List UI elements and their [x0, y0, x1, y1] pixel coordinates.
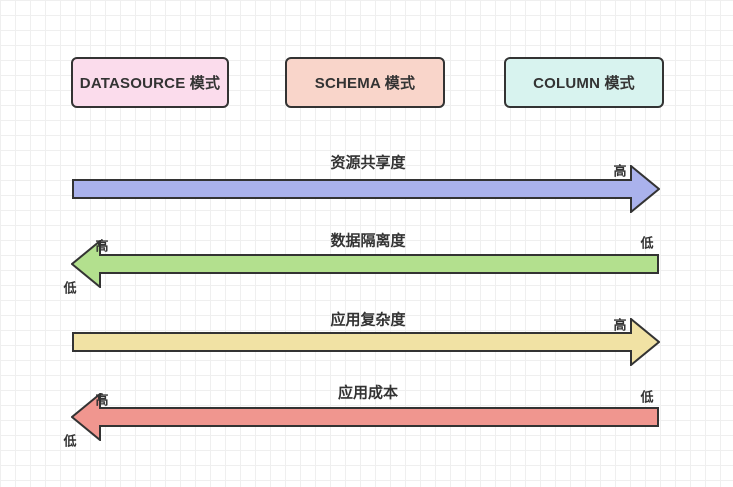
mode-box-datasource: DATASOURCE 模式	[71, 57, 229, 108]
arrow-resource-sharing-high-label: 高	[613, 163, 627, 179]
arrow-app-cost-label: 应用成本	[337, 384, 399, 402]
right-arrow-shape	[72, 165, 660, 213]
arrow-app-complexity	[72, 318, 660, 366]
arrow-app-cost-high-label: 高	[95, 392, 109, 408]
arrow-data-isolation	[71, 240, 659, 288]
left-arrow-shape	[71, 393, 659, 441]
arrow-data-isolation-low-right-label: 低	[640, 235, 654, 251]
arrow-app-complexity-label: 应用复杂度	[330, 311, 406, 329]
right-arrow-shape	[72, 318, 660, 366]
arrow-resource-sharing-label: 资源共享度	[330, 154, 406, 172]
arrow-data-isolation-low-left-label: 低	[63, 280, 77, 296]
arrow-resource-sharing	[72, 165, 660, 213]
arrow-data-isolation-high-label: 高	[95, 238, 109, 254]
left-arrow-shape	[71, 240, 659, 288]
arrow-app-cost-low-left-label: 低	[63, 433, 77, 449]
mode-box-column-label: COLUMN 模式	[533, 75, 635, 92]
mode-box-datasource-label: DATASOURCE 模式	[79, 75, 221, 92]
mode-box-schema: SCHEMA 模式	[285, 57, 445, 108]
arrow-app-cost-low-right-label: 低	[640, 389, 654, 405]
mode-box-column: COLUMN 模式	[504, 57, 664, 108]
arrow-app-cost	[71, 393, 659, 441]
mode-box-schema-label: SCHEMA 模式	[314, 75, 416, 92]
arrow-app-complexity-high-label: 高	[613, 317, 627, 333]
arrow-data-isolation-label: 数据隔离度	[330, 232, 406, 250]
